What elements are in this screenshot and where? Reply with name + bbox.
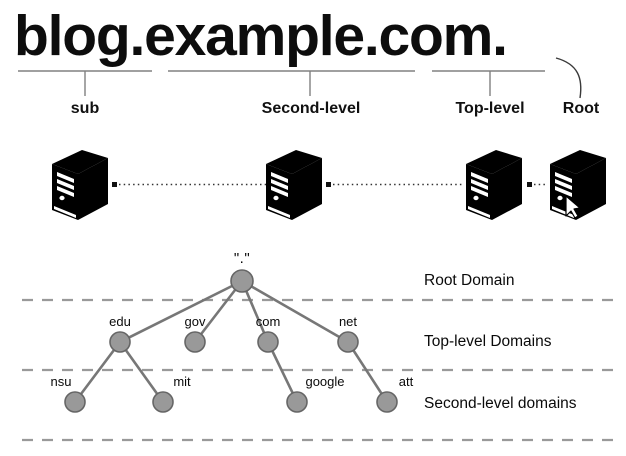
page-title: blog.example.com. [14, 4, 508, 68]
edge-edu-mit [118, 340, 165, 404]
bracket-guides [18, 57, 582, 99]
server-tower-icon[interactable] [546, 146, 610, 220]
bracket-label-second-level: Second-level [261, 100, 361, 117]
fqdn-breakdown: blog.example.com. sub Second-level Top-l… [0, 0, 626, 132]
node-google-circle [286, 391, 308, 413]
bracket-label-root: Root [562, 100, 600, 117]
tree-graphics [22, 269, 618, 442]
node-label-mit: mit [173, 374, 191, 389]
root-leader-curve [555, 57, 582, 99]
node-com-circle [257, 331, 279, 353]
connector-dot-1 [112, 182, 117, 187]
node-label-net: net [338, 314, 358, 329]
server-tower-icon[interactable] [262, 146, 326, 220]
dns-server-chain [0, 132, 626, 240]
node-att-circle [376, 391, 398, 413]
connector-dot-2 [326, 182, 331, 187]
bracket-label-sub: sub [70, 100, 100, 117]
node-edu-circle [109, 331, 131, 353]
edge-root-net [240, 279, 350, 344]
edge-root-gov [193, 279, 244, 344]
node-root-circle [230, 269, 254, 293]
server-tower-icon[interactable] [48, 146, 112, 220]
node-label-com: com [255, 314, 281, 329]
mouse-pointer-icon [565, 195, 581, 219]
server-connectors [112, 182, 546, 187]
edge-root-edu [118, 279, 244, 344]
node-mit-circle [152, 391, 174, 413]
dns-namespace-tree: "." edu gov com net nsu mit google att R… [0, 240, 626, 456]
bracket-label-top-level: Top-level [455, 100, 525, 117]
zone-label-top-level-domains: Top-level Domains [424, 333, 552, 350]
node-label-root: "." [233, 250, 251, 267]
node-gov-circle [184, 331, 206, 353]
node-label-edu: edu [109, 314, 131, 329]
edge-net-att [346, 340, 389, 404]
node-label-att: att [398, 374, 414, 389]
server-tower-icon[interactable] [462, 146, 526, 220]
node-label-gov: gov [184, 314, 206, 329]
node-nsu-circle [64, 391, 86, 413]
connector-dot-3 [527, 182, 532, 187]
node-net-circle [337, 331, 359, 353]
zone-label-second-level-domains: Second-level domains [424, 395, 577, 412]
node-label-google: google [305, 374, 345, 389]
node-label-nsu: nsu [50, 374, 72, 389]
edge-edu-nsu [73, 340, 122, 404]
zone-label-root-domain: Root Domain [424, 272, 515, 289]
edge-com-google [266, 340, 299, 404]
